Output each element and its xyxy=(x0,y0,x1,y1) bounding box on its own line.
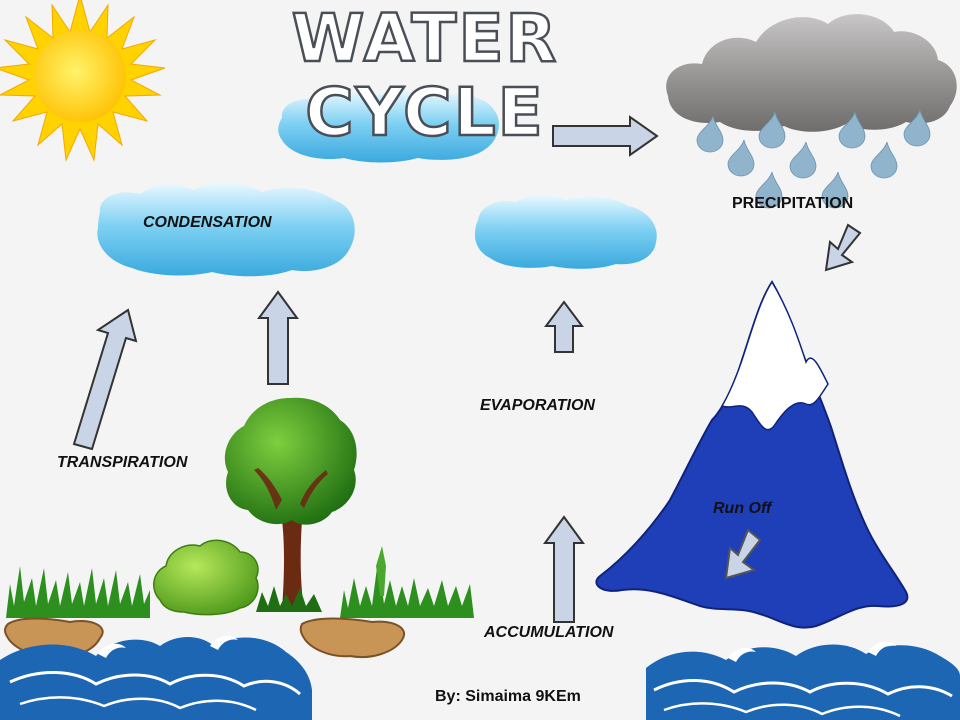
grass-right xyxy=(340,546,474,618)
raindrop-icon xyxy=(789,141,817,179)
cloud-evaporation xyxy=(474,195,657,269)
raindrops xyxy=(696,109,931,209)
label-evaporation: EVAPORATION xyxy=(480,397,595,414)
arrow-up-icon xyxy=(257,290,299,385)
cloud-condensation xyxy=(97,183,355,277)
raindrop-icon xyxy=(838,111,866,149)
raindrop-icon xyxy=(727,139,755,177)
page-title: WATER CYCLE xyxy=(290,0,559,151)
cloud-top xyxy=(278,91,499,163)
waves-left xyxy=(0,635,312,720)
arrow-up-diagonal-icon xyxy=(72,308,138,451)
raindrop-icon xyxy=(870,141,898,179)
bush-icon xyxy=(153,539,259,616)
waves-right xyxy=(646,641,960,720)
label-run-off: Run Off xyxy=(713,500,772,517)
raindrop-icon xyxy=(903,109,931,147)
arrow-up-accumulation-icon xyxy=(543,515,585,623)
mountain-icon xyxy=(595,280,909,629)
byline: By: Simaima 9KEm xyxy=(435,688,581,705)
arrows xyxy=(72,115,862,623)
arrow-down-left-icon xyxy=(824,223,862,272)
soil-right xyxy=(299,617,405,658)
raindrop-icon xyxy=(755,171,783,209)
grass-left xyxy=(6,566,150,618)
label-condensation: CONDENSATION xyxy=(143,214,272,231)
label-precipitation: PRECIPITATION xyxy=(732,195,854,212)
arrow-runoff-icon xyxy=(724,528,762,580)
raindrop-icon xyxy=(758,111,786,149)
arrow-right-icon xyxy=(552,115,659,157)
grass-middle xyxy=(256,586,322,612)
raindrop-icon xyxy=(821,171,849,209)
label-transpiration: TRANSPIRATION xyxy=(57,454,188,471)
label-accumulation: ACCUMULATION xyxy=(484,624,614,641)
arrow-up-small-icon xyxy=(544,300,584,353)
raindrop-icon xyxy=(696,115,724,153)
rain-cloud-icon xyxy=(666,14,957,132)
sun-icon xyxy=(0,0,166,162)
tree-icon xyxy=(224,397,357,610)
